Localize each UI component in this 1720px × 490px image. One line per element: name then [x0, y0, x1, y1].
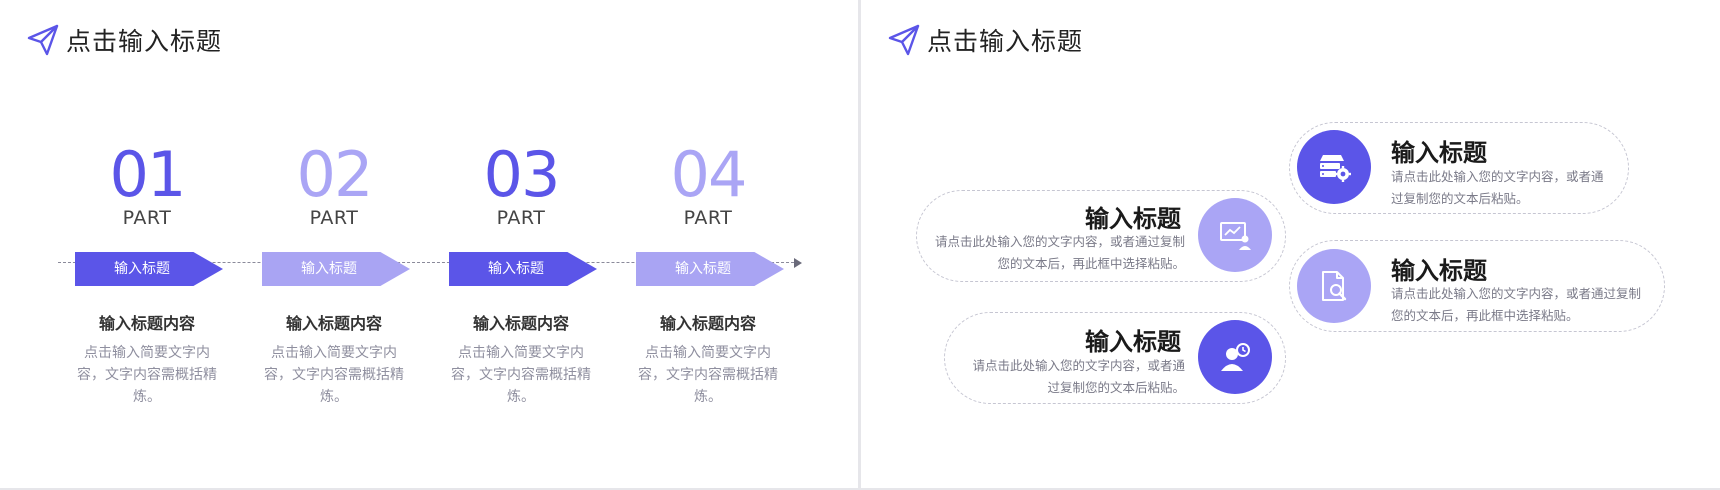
item-4-circle — [1198, 320, 1272, 394]
part-desc: 点击输入简要文字内容，文字内容需概括精炼。 — [77, 345, 217, 405]
part-desc: 点击输入简要文字内容，文字内容需概括精炼。 — [264, 345, 404, 405]
item-3-title: 输入标题 — [1391, 257, 1487, 285]
user-clock-icon — [1221, 343, 1250, 371]
part-label: PART — [496, 207, 546, 229]
part-tag[interactable]: 输入标题 — [262, 252, 410, 286]
timeline-line — [58, 262, 794, 263]
item-4-title: 输入标题 — [1085, 328, 1181, 356]
part-label: PART — [122, 207, 172, 229]
part-heading: 输入标题内容 — [98, 314, 195, 333]
part-heading: 输入标题内容 — [472, 314, 569, 333]
part-tag[interactable]: 输入标题 — [75, 252, 223, 286]
part-label: PART — [309, 207, 359, 229]
slide-title: 点击输入标题 — [66, 27, 223, 56]
slide-left: 点击输入标题 01 PART 输入标题 输入标题内容 点击输入简要文字内容，文字… — [0, 0, 858, 488]
item-1-desc: 请点击此处输入您的文字内容，或者通过复制您的文本后粘贴。 — [1391, 169, 1604, 206]
part-heading: 输入标题内容 — [285, 314, 382, 333]
item-2-circle — [1198, 198, 1272, 272]
info-pill-1[interactable] — [1289, 122, 1629, 214]
slide-header: 点击输入标题 — [887, 22, 1083, 58]
info-pill-3[interactable] — [1289, 240, 1665, 332]
item-3-desc: 请点击此处输入您的文字内容，或者通过复制您的文本后，再此框中选择粘贴。 — [1391, 286, 1642, 323]
part-3: 03 PART 输入标题 输入标题内容 点击输入简要文字内容，文字内容需概括精炼… — [428, 140, 614, 408]
timeline-arrow-icon — [794, 258, 802, 268]
part-number: 02 — [296, 138, 374, 211]
item-4-desc: 请点击此处输入您的文字内容，或者通过复制您的文本后粘贴。 — [972, 358, 1185, 395]
item-1-title: 输入标题 — [1391, 139, 1487, 167]
part-heading: 输入标题内容 — [659, 314, 756, 333]
info-pill-4[interactable] — [944, 312, 1286, 404]
part-tag[interactable]: 输入标题 — [636, 252, 784, 286]
item-3-circle — [1297, 249, 1371, 323]
server-gear-icon — [1320, 155, 1351, 182]
info-pill-2[interactable] — [916, 190, 1286, 282]
paper-plane-icon — [27, 24, 59, 56]
part-number: 01 — [109, 138, 187, 211]
slide-right: 点击输入标题 输入标题 请点击此处输入您的文字内容，或者通过复制您的文本后粘贴。… — [861, 0, 1720, 488]
part-tag[interactable]: 输入标题 — [449, 252, 597, 286]
document-search-icon — [1322, 271, 1347, 301]
part-number: 03 — [483, 138, 561, 211]
item-1-circle — [1297, 130, 1371, 204]
item-2-title: 输入标题 — [1085, 205, 1181, 233]
part-number: 04 — [670, 138, 748, 211]
item-2-desc: 请点击此处输入您的文字内容，或者通过复制您的文本后，再此框中选择粘贴。 — [934, 234, 1185, 271]
part-label: PART — [683, 207, 733, 229]
part-desc: 点击输入简要文字内容，文字内容需概括精炼。 — [451, 345, 591, 405]
slide-title: 点击输入标题 — [927, 27, 1084, 56]
part-2: 02 PART 输入标题 输入标题内容 点击输入简要文字内容，文字内容需概括精炼… — [241, 140, 427, 408]
paper-plane-icon — [888, 24, 920, 56]
part-desc: 点击输入简要文字内容，文字内容需概括精炼。 — [638, 345, 778, 405]
part-4: 04 PART 输入标题 输入标题内容 点击输入简要文字内容，文字内容需概括精炼… — [615, 140, 801, 408]
presentation-icon — [1220, 222, 1251, 250]
slide-header: 点击输入标题 — [26, 22, 222, 58]
part-1: 01 PART 输入标题 输入标题内容 点击输入简要文字内容，文字内容需概括精炼… — [54, 140, 240, 408]
